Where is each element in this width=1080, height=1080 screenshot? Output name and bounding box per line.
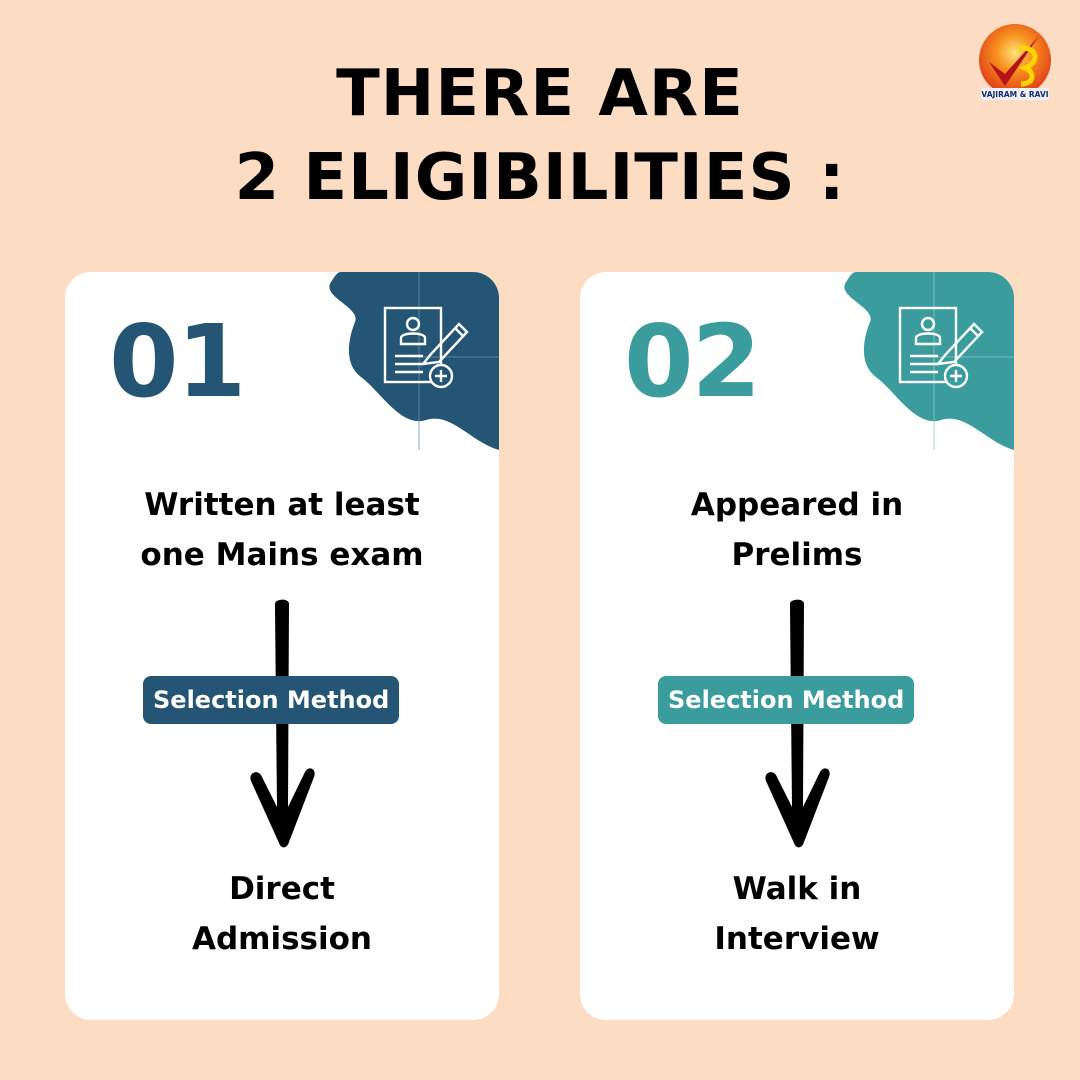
blob-shape-icon [329, 272, 499, 450]
title-line-2: 2 ELIGIBILITIES : [234, 141, 846, 215]
description-line-1: Appeared in [690, 487, 904, 523]
result-line-2: Admission [191, 921, 372, 957]
description-line-2: Prelims [731, 537, 863, 573]
title-line-1: THERE ARE [336, 57, 744, 131]
result-line-2: Interview [714, 921, 880, 957]
page-title: THERE ARE 2 ELIGIBILITIES : [0, 52, 1080, 220]
resume-edit-icon [898, 306, 984, 389]
eligibility-description: Written at least one Mains exam [65, 480, 499, 580]
result-line-1: Walk in [732, 871, 862, 907]
selection-method-badge: Selection Method [658, 676, 915, 724]
resume-edit-icon [383, 306, 469, 389]
description-line-1: Written at least [144, 487, 420, 523]
selection-result: Direct Admission [65, 864, 499, 964]
arrow-down-icon [250, 599, 315, 848]
eligibility-card-1: 01 Written at least one Mains exam Selec… [65, 272, 499, 1020]
eligibility-description: Appeared in Prelims [580, 480, 1014, 580]
blob-shape-icon [844, 272, 1014, 450]
description-line-2: one Mains exam [140, 537, 424, 573]
card-number: 01 [109, 303, 246, 420]
card-number: 02 [624, 303, 761, 420]
svg-text:VAJIRAM & RAVI: VAJIRAM & RAVI [981, 90, 1048, 99]
eligibility-card-2: 02 Appeared in Prelims Selection Method … [580, 272, 1014, 1020]
selection-result: Walk in Interview [580, 864, 1014, 964]
vajiram-ravi-logo-icon: VAJIRAM & RAVI [975, 22, 1055, 106]
result-line-1: Direct [229, 871, 335, 907]
selection-method-badge: Selection Method [143, 676, 400, 724]
arrow-down-icon [765, 599, 830, 848]
